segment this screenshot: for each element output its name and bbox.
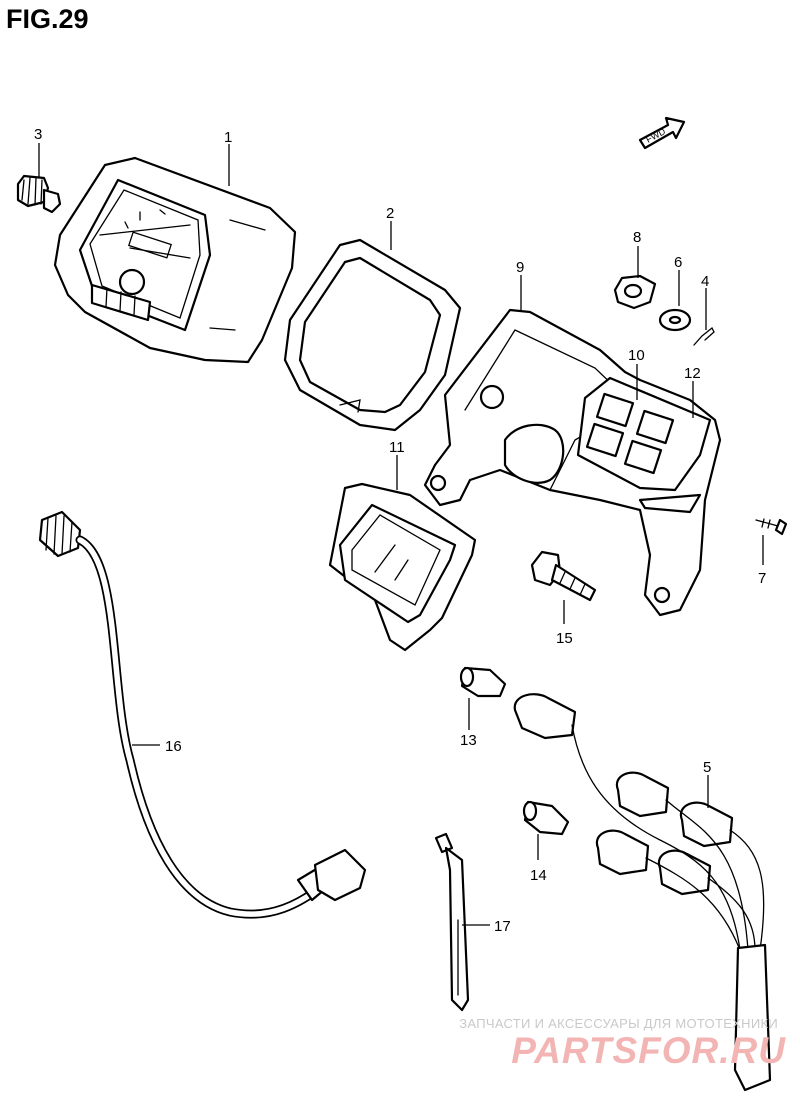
speedometer-cable xyxy=(38,510,367,919)
callout-6: 6 xyxy=(674,254,682,271)
rubber-grommet xyxy=(613,274,657,310)
figure-title: FIG.29 xyxy=(6,4,89,34)
meter-cover xyxy=(328,482,477,652)
callout-14: 14 xyxy=(530,867,547,884)
pin-clip xyxy=(693,326,715,346)
callout-17: 17 xyxy=(494,918,511,935)
leader-lines xyxy=(38,143,764,926)
callout-16: 16 xyxy=(165,738,182,755)
watermark-brand: PARTSFOR.RU xyxy=(511,1030,786,1071)
callout-labels: 1 2 3 4 5 6 7 8 9 10 12 11 13 14 15 16 1… xyxy=(34,126,766,935)
washer xyxy=(658,308,692,332)
callout-11: 11 xyxy=(389,439,405,456)
forward-arrow-icon: FWD xyxy=(638,116,686,150)
watermark-tagline: ЗАПЧАСТИ И АКСЕССУАРЫ ДЛЯ МОТОТЕХНИКИ xyxy=(459,1016,778,1031)
callout-8: 8 xyxy=(633,229,641,246)
callout-10: 10 xyxy=(628,347,645,364)
trip-reset-knob xyxy=(16,174,62,214)
callout-5: 5 xyxy=(703,759,711,776)
cable-tie xyxy=(434,832,470,1012)
speedometer-assembly xyxy=(53,156,297,364)
callout-9: 9 xyxy=(516,259,524,276)
tapping-screw xyxy=(755,518,788,536)
callout-7: 7 xyxy=(758,570,766,587)
callout-13: 13 xyxy=(460,732,477,749)
callout-3: 3 xyxy=(34,126,42,143)
bulb-socket-harness xyxy=(513,693,772,1092)
bulb-small-2 xyxy=(522,800,570,836)
meter-lens-gasket xyxy=(283,238,462,432)
callout-2: 2 xyxy=(386,205,394,222)
meter-case xyxy=(423,308,722,617)
callout-11-12: 12 xyxy=(684,365,701,382)
callout-4: 4 xyxy=(701,273,709,290)
indicator-panel xyxy=(576,376,712,492)
bulb-small xyxy=(459,666,507,698)
callout-15: 15 xyxy=(556,630,573,647)
callout-1: 1 xyxy=(224,129,232,146)
bolt xyxy=(530,550,597,602)
